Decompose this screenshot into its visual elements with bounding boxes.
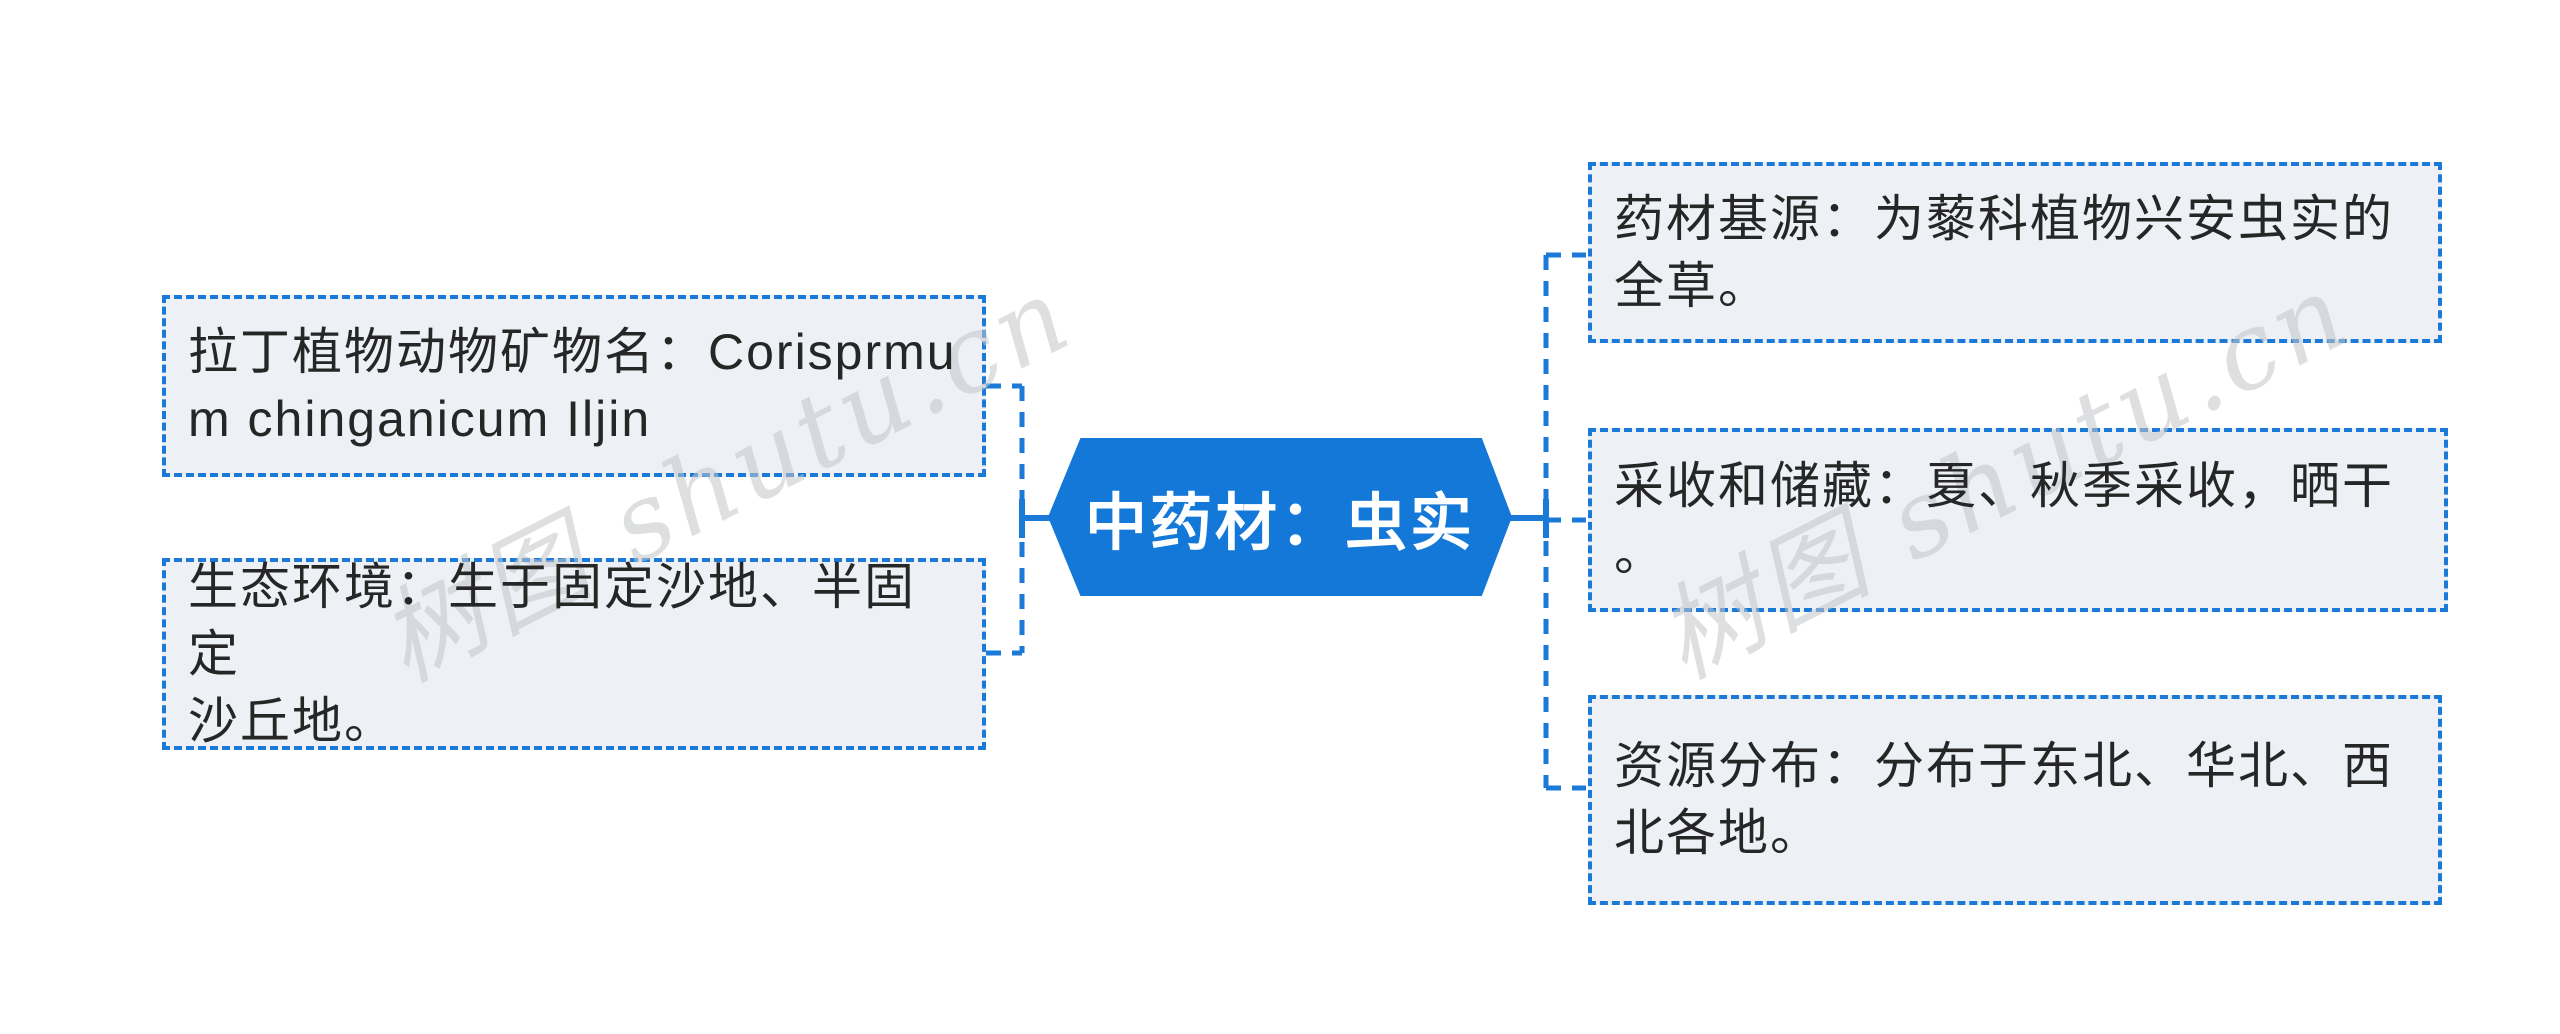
center-topic-label: 中药材：虫实 [1084, 489, 1475, 558]
node-harvest-storage-label: 采收和储藏：夏、秋季采收，晒干 。 [1614, 458, 2394, 581]
node-latin-name-label: 拉丁植物动物矿物名：Corisprmu m chinganicum Iljin [188, 324, 957, 447]
center-topic-hexagon[interactable]: 中药材：虫实 [1048, 438, 1512, 596]
node-material-source[interactable]: 药材基源：为藜科植物兴安虫实的 全草。 [1588, 162, 2442, 343]
node-distribution-label: 资源分布：分布于东北、华北、西 北各地。 [1614, 738, 2394, 861]
node-distribution[interactable]: 资源分布：分布于东北、华北、西 北各地。 [1588, 695, 2442, 905]
node-ecology[interactable]: 生态环境：生于固定沙地、半固定 沙丘地。 [162, 558, 986, 750]
node-material-source-label: 药材基源：为藜科植物兴安虫实的 全草。 [1614, 190, 2394, 314]
node-latin-name[interactable]: 拉丁植物动物矿物名：Corisprmu m chinganicum Iljin [162, 295, 986, 477]
node-harvest-storage[interactable]: 采收和储藏：夏、秋季采收，晒干 。 [1588, 428, 2448, 612]
node-ecology-label: 生态环境：生于固定沙地、半固定 沙丘地。 [188, 558, 916, 749]
